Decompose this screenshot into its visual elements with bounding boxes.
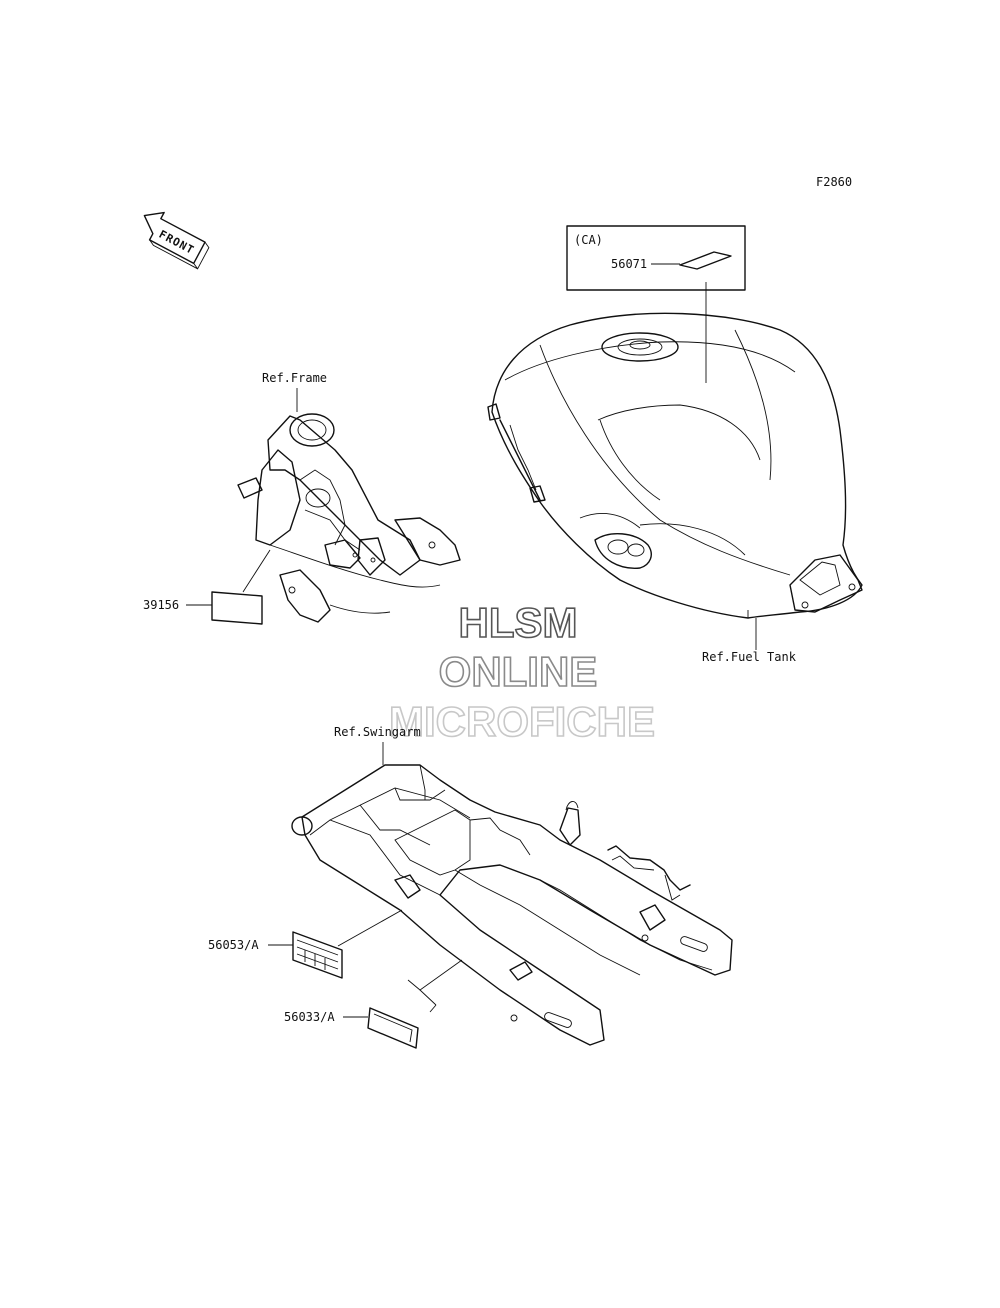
watermark-line3: MICROFICHE — [389, 698, 655, 745]
watermark: HLSM ONLINE MICROFICHE — [388, 598, 656, 746]
ca-callout-box: (CA) 56071 — [566, 225, 746, 383]
label-decal-56053 — [292, 931, 343, 979]
part-label-56071: 56071 — [611, 257, 647, 271]
ca-region-label: (CA) — [574, 233, 603, 247]
label-decal-39156 — [211, 591, 263, 625]
front-arrow-icon: FRONT — [143, 211, 210, 270]
part-label-39156: 39156 — [143, 598, 179, 612]
frame-ref-label: Ref.Frame — [262, 371, 327, 385]
label-decal-56033 — [367, 1007, 419, 1049]
part-label-56033: 56033/A — [284, 1010, 335, 1024]
part-label-56053: 56053/A — [208, 938, 259, 952]
watermark-line1: HLSM — [459, 599, 578, 646]
fuel-tank-drawing — [487, 312, 863, 619]
fuel-tank-ref-label: Ref.Fuel Tank — [702, 650, 797, 664]
swingarm-drawing: Ref.Swingarm — [291, 725, 733, 1046]
front-arrow-text: FRONT — [157, 228, 197, 257]
frame-drawing: Ref.Frame — [237, 371, 461, 623]
swingarm-ref-label: Ref.Swingarm — [334, 725, 421, 739]
label-decal-56071 — [679, 251, 732, 270]
watermark-line2: ONLINE — [439, 648, 598, 695]
diagram-id: F2860 — [816, 175, 852, 189]
